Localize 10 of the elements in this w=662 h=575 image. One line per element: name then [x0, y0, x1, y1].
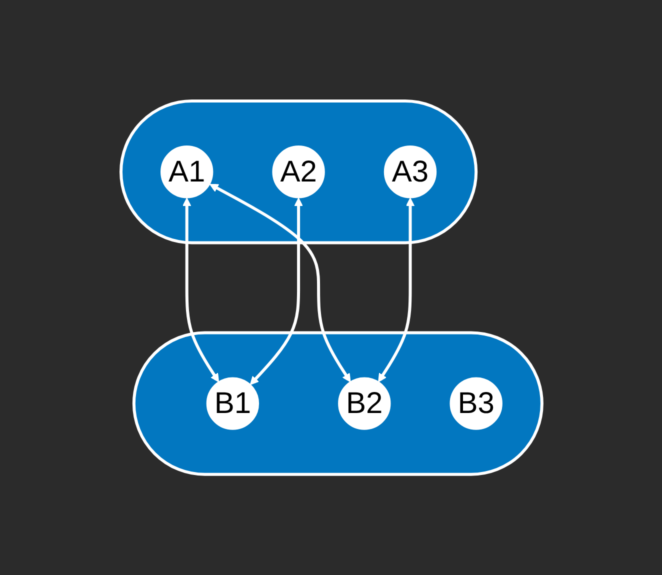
- arrow: [182, 198, 219, 382]
- node-circle: B2: [338, 377, 390, 430]
- arrow: [378, 198, 414, 382]
- node-circle: B1: [206, 377, 259, 430]
- node-circle: A1: [160, 145, 213, 198]
- arrow: [249, 198, 302, 385]
- arrow: [209, 184, 350, 382]
- node-circle: B3: [449, 377, 502, 430]
- node-circle: A3: [383, 145, 436, 198]
- node-circle: A2: [272, 145, 324, 198]
